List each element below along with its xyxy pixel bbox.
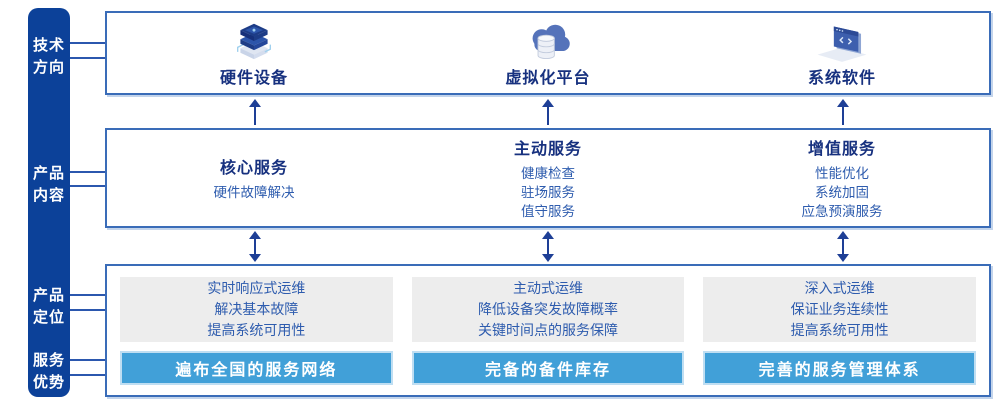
positioning-column-2: 主动式运维 降低设备突发故障概率 关键时间点的服务保障 完备的备件库存 bbox=[411, 277, 685, 385]
connector-line bbox=[70, 42, 107, 44]
tech-label-virtualization: 虚拟化平台 bbox=[505, 69, 591, 87]
cloud-database-icon bbox=[532, 24, 570, 59]
positioning-point: 解决基本故障 bbox=[214, 301, 299, 317]
tech-direction-frame: 硬件设备 虚拟化平台 bbox=[105, 11, 991, 95]
service-item: 驻场服务 bbox=[521, 185, 575, 200]
positioning-point: 主动式运维 bbox=[513, 280, 583, 296]
server-stack-icon bbox=[237, 23, 271, 59]
positioning-point: 提高系统可用性 bbox=[790, 322, 889, 338]
positioning-point: 降低设备突发故障概率 bbox=[478, 301, 618, 317]
service-column-core: 核心服务 硬件故障解决 bbox=[107, 130, 401, 226]
connector-line bbox=[70, 374, 107, 376]
connector-line bbox=[70, 359, 107, 361]
connector-line bbox=[70, 171, 107, 173]
tech-cell-virtualization: 虚拟化平台 bbox=[401, 13, 695, 93]
service-item: 性能优化 bbox=[815, 166, 869, 181]
code-window-icon bbox=[817, 26, 867, 62]
service-item: 健康检查 bbox=[521, 166, 575, 181]
tech-cell-software: 系统软件 bbox=[695, 13, 989, 93]
positioning-panel: 主动式运维 降低设备突发故障概率 关键时间点的服务保障 bbox=[411, 277, 685, 342]
service-column-proactive: 主动服务 健康检查 驻场服务 值守服务 bbox=[401, 130, 695, 226]
positioning-point: 保证业务连续性 bbox=[790, 301, 889, 317]
service-title: 增值服务 bbox=[807, 141, 876, 158]
service-item: 硬件故障解决 bbox=[213, 185, 295, 200]
positioning-point: 实时响应式运维 bbox=[207, 280, 306, 296]
service-item: 值守服务 bbox=[521, 204, 575, 219]
positioning-column-3: 深入式运维 保证业务连续性 提高系统可用性 完善的服务管理体系 bbox=[703, 277, 977, 385]
sidebar-item-service-advantage: 服务 优势 bbox=[32, 352, 65, 391]
sidebar-item-product-position: 产品 定位 bbox=[32, 287, 65, 326]
advantage-bar: 完善的服务管理体系 bbox=[703, 351, 977, 385]
double-arrow-icon bbox=[837, 231, 849, 262]
connector-line bbox=[70, 57, 107, 59]
up-arrow-icon bbox=[542, 99, 554, 125]
double-arrow-icon bbox=[542, 231, 554, 262]
positioning-column-1: 实时响应式运维 解决基本故障 提高系统可用性 遍布全国的服务网络 bbox=[120, 277, 393, 385]
tech-label-hardware: 硬件设备 bbox=[219, 69, 288, 87]
tech-label-software: 系统软件 bbox=[807, 69, 876, 87]
tech-cell-hardware: 硬件设备 bbox=[107, 13, 401, 93]
up-arrow-icon bbox=[837, 99, 849, 125]
positioning-panel: 深入式运维 保证业务连续性 提高系统可用性 bbox=[703, 277, 977, 342]
positioning-point: 关键时间点的服务保障 bbox=[478, 322, 618, 338]
service-item: 系统加固 bbox=[815, 185, 869, 200]
service-column-value-added: 增值服务 性能优化 系统加固 应急预演服务 bbox=[695, 130, 989, 226]
advantage-bar: 完备的备件库存 bbox=[411, 351, 685, 385]
double-arrow-icon bbox=[249, 231, 261, 262]
product-content-frame: 核心服务 硬件故障解决 主动服务 健康检查 驻场服务 值守服务 增值服务 性能优… bbox=[105, 128, 991, 228]
connector-line bbox=[70, 294, 107, 296]
service-title: 核心服务 bbox=[219, 160, 288, 177]
sidebar-item-tech-direction: 技术 方向 bbox=[32, 37, 65, 76]
up-arrow-icon bbox=[249, 99, 261, 125]
positioning-point: 提高系统可用性 bbox=[207, 322, 306, 338]
service-item: 应急预演服务 bbox=[801, 204, 883, 219]
advantage-bar: 遍布全国的服务网络 bbox=[120, 351, 393, 385]
product-positioning-frame: 实时响应式运维 解决基本故障 提高系统可用性 遍布全国的服务网络 主动式运维 降… bbox=[105, 264, 991, 397]
service-title: 主动服务 bbox=[513, 141, 582, 158]
connector-line bbox=[70, 309, 107, 311]
sidebar: 技术 方向 产品 内容 产品 定位 服务 优势 bbox=[28, 8, 70, 397]
positioning-panel: 实时响应式运维 解决基本故障 提高系统可用性 bbox=[120, 277, 393, 342]
sidebar-item-product-content: 产品 内容 bbox=[32, 165, 65, 204]
positioning-point: 深入式运维 bbox=[804, 280, 875, 296]
connector-line bbox=[70, 185, 107, 187]
